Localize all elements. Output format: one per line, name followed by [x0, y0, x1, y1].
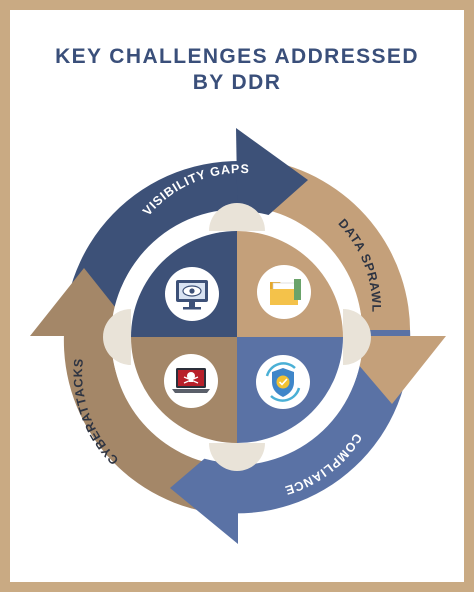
- arc-cyberattacks: [63, 334, 229, 514]
- shield-check-icon: [256, 355, 310, 409]
- notch-right: [343, 309, 371, 365]
- notch-bottom: [209, 443, 265, 471]
- arc-data-sprawl: [258, 160, 411, 338]
- notch-top: [209, 203, 265, 231]
- arc-compliance: [214, 330, 411, 514]
- laptop-skull-icon: [164, 354, 218, 408]
- folder-icon: [257, 265, 311, 319]
- notch-left: [103, 309, 131, 365]
- title-line-2: BY DDR: [192, 71, 282, 94]
- monitor-eye-icon: [165, 267, 219, 321]
- arc-visibility-gaps: [64, 161, 270, 335]
- title-line-1: KEY CHALLENGES ADDRESSED: [55, 45, 419, 68]
- page-title: KEY CHALLENGES ADDRESSED BY DDR: [0, 44, 474, 96]
